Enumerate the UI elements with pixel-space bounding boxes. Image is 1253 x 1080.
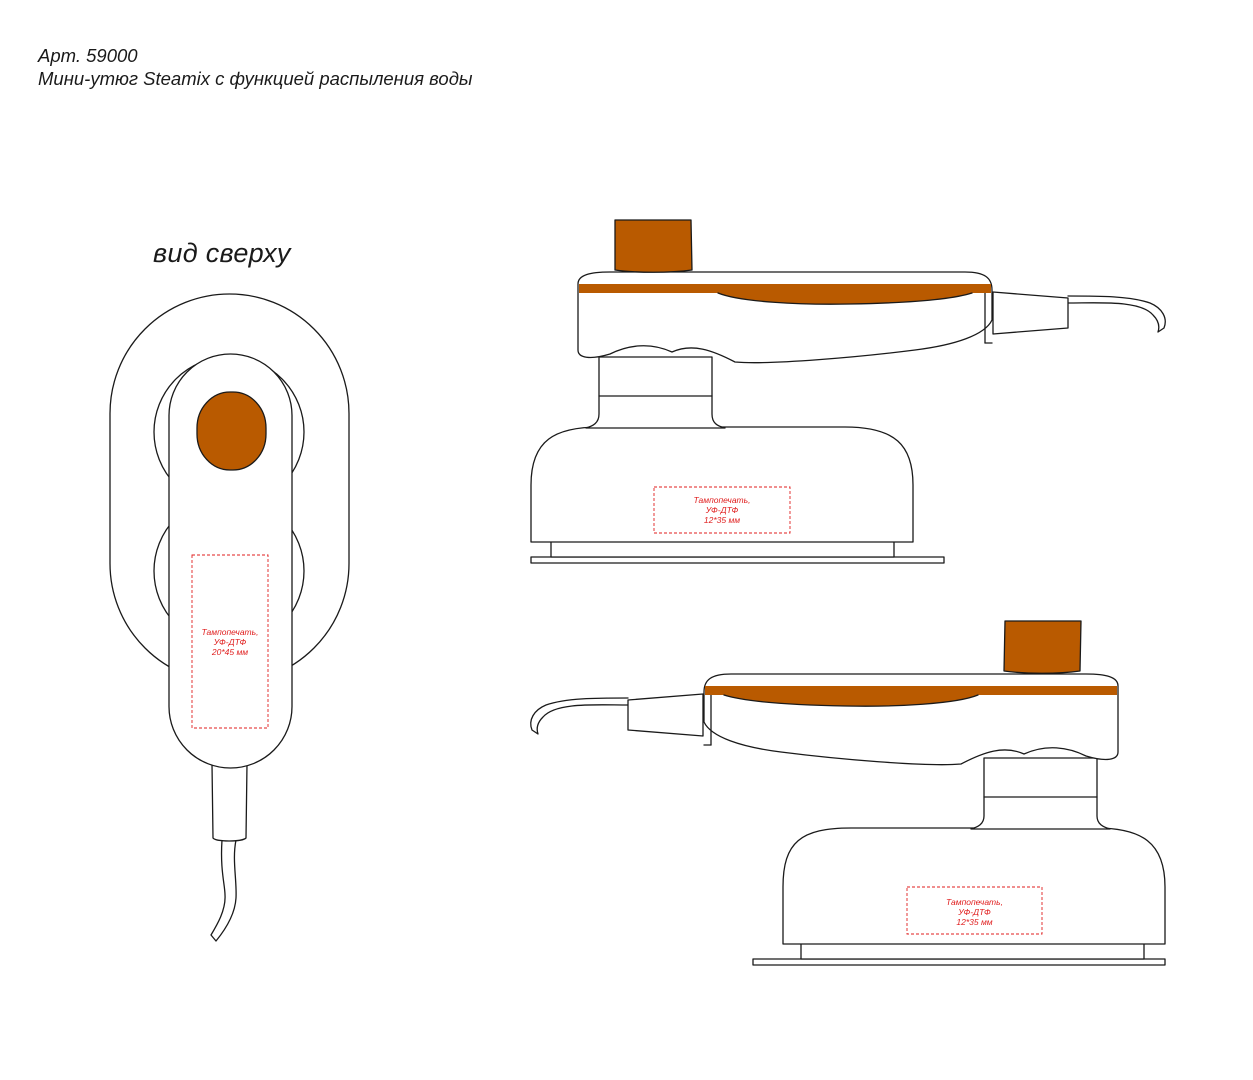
product-title: Мини-утюг Steamix с функцией распыления … (38, 68, 473, 89)
side1-strain-relief (992, 291, 1069, 335)
side1-neck (585, 356, 726, 429)
print-zone-side1-method: Тампопечать, (693, 495, 751, 505)
print-zone-top-method: Тампопечать, (201, 627, 259, 637)
side2-accent-stripe (705, 686, 1117, 695)
print-zone-top (191, 554, 269, 729)
article-number: Арт. 59000 (38, 45, 138, 66)
side1-knob (614, 219, 693, 273)
print-zone-top-method2: УФ-ДТФ (213, 637, 247, 647)
side1-base (530, 426, 914, 543)
print-zone-side1 (653, 486, 791, 534)
side-view-2 (530, 620, 1166, 966)
side2-sole-step (800, 942, 1145, 960)
side1-top-lens (717, 292, 973, 305)
top-view-knob (196, 391, 267, 471)
side1-accent-stripe (579, 284, 991, 293)
header: Арт. 59000 Мини-утюг Steamix с функцией … (38, 44, 473, 90)
print-zone-side1-label: Тампопечать, УФ-ДТФ 12*35 мм (654, 495, 790, 525)
side2-cord (530, 697, 629, 735)
top-view (109, 293, 350, 942)
side2-neck (970, 757, 1111, 830)
print-zone-top-label: Тампопечать, УФ-ДТФ 20*45 мм (192, 627, 268, 657)
print-zone-side2-method2: УФ-ДТФ (958, 907, 991, 917)
print-zone-top-size: 20*45 мм (211, 647, 249, 657)
print-zone-side1-size: 12*35 мм (703, 515, 741, 525)
side1-cord (1067, 295, 1166, 333)
side-view-1 (530, 219, 1166, 564)
side2-knob (1003, 620, 1082, 674)
top-view-cord-outer (210, 839, 237, 942)
side1-sole-plate (530, 556, 945, 564)
side2-sole-plate (752, 958, 1166, 966)
print-zone-side1-method2: УФ-ДТФ (705, 505, 739, 515)
top-view-handle (168, 353, 293, 769)
print-zone-side2-label: Тампопечать, УФ-ДТФ 12*35 мм (907, 897, 1042, 927)
side2-strain-relief (627, 693, 704, 737)
top-view-label: вид сверху (153, 238, 291, 268)
print-zone-side2-method: Тампопечать, (946, 897, 1003, 907)
print-zone-side2-size: 12*35 мм (956, 917, 993, 927)
side1-sole-step (550, 540, 895, 558)
side2-top-lens (723, 694, 979, 707)
print-zone-side2 (906, 886, 1043, 935)
top-view-strain-relief (211, 763, 248, 842)
